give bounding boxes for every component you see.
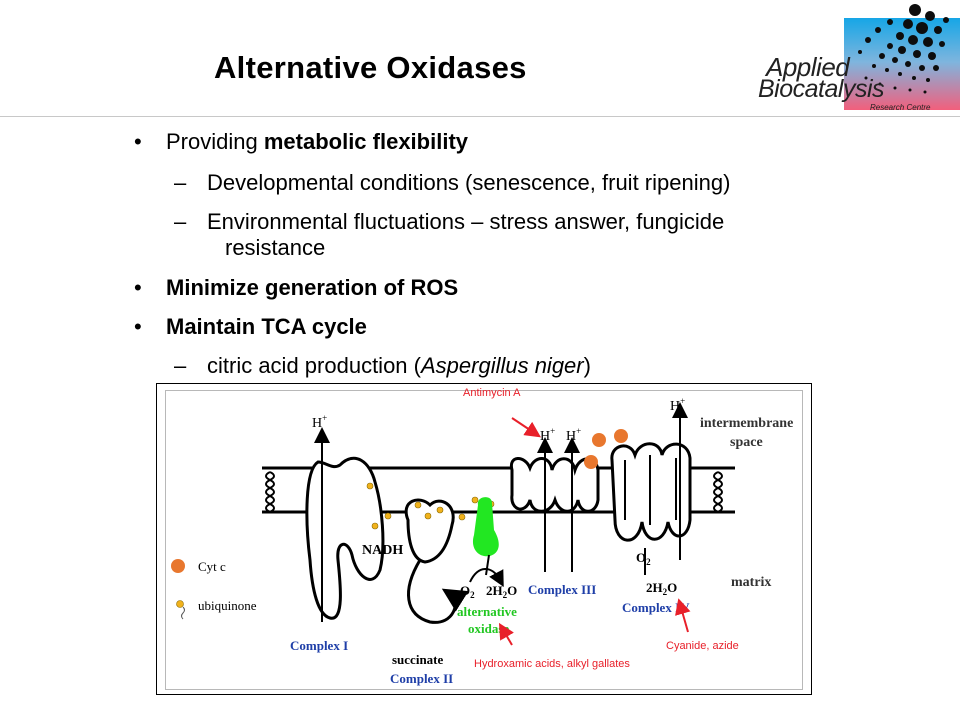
aox-o2-label: O2: [460, 583, 475, 600]
sub-bullet-2: – Environmental fluctuations – stress an…: [174, 209, 725, 260]
legend-ubiquinone-label: ubiquinone: [198, 598, 257, 613]
complex-iv-h2o-label: 2H2O: [646, 580, 677, 597]
complex-iii-shape: [509, 457, 600, 513]
figure-inner-frame: [165, 390, 803, 690]
sub-bullet-3: – citric acid production (Aspergillus ni…: [174, 353, 591, 378]
cyanide-label: Cyanide, azide: [666, 640, 739, 652]
succinate-label: succinate: [392, 652, 444, 667]
aox-label-line1: alternative: [457, 604, 517, 619]
complex-ii-shape: [404, 498, 455, 564]
bullet-2: • Minimize generation of ROS: [134, 275, 459, 300]
legend: Cyt c ubiquinone: [171, 559, 257, 620]
logo-text-applied: Applied: [766, 52, 850, 82]
cyanide-arrow: [675, 598, 691, 633]
bullet-list: • Providing metabolic flexibility – Deve…: [134, 129, 731, 378]
bullet-dot: •: [134, 314, 142, 339]
logo-text-biocatalysis: Biocatalysis: [758, 75, 885, 103]
bullet-1: • Providing metabolic flexibility: [134, 129, 469, 154]
aox-stem: [485, 554, 490, 576]
bullet-3: • Maintain TCA cycle: [134, 314, 367, 339]
logo-dot-pattern-icon: [858, 4, 949, 94]
dash-mark: –: [174, 353, 187, 378]
matrix-label: matrix: [731, 575, 771, 590]
legend-cytc-swatch: [171, 559, 185, 573]
aox-h2o-label: 2H2O: [486, 583, 517, 600]
bullet-dot: •: [134, 275, 142, 300]
hydroxamic-label: Hydroxamic acids, alkyl gallates: [474, 658, 630, 670]
hydroxamic-arrow: [498, 622, 514, 646]
antimycin-label: Antimycin A: [463, 387, 521, 399]
alternative-oxidase-shape: [472, 497, 499, 557]
succinate-arrow: [407, 559, 469, 624]
complex-iii-proton-label-2: H+: [566, 426, 581, 444]
legend-cytc-label: Cyt c: [198, 559, 226, 574]
complex-iv-label: Complex IV: [622, 600, 690, 615]
nadh-label: NADH: [362, 543, 403, 558]
complex-i-proton-label: H+: [312, 413, 327, 431]
complex-iii-proton-label-1: H+: [540, 426, 555, 444]
dash-mark: –: [174, 209, 187, 234]
sub-bullet-1: – Developmental conditions (senescence, …: [174, 170, 731, 195]
title-divider: [0, 116, 960, 117]
logo-text-research-centre: Research Centre: [870, 103, 931, 112]
aox-reaction-arrow: [469, 568, 504, 588]
dash-mark: –: [174, 170, 187, 195]
intermembrane-label: intermembrane: [700, 416, 793, 431]
complex-iv-proton-label: H+: [670, 396, 685, 414]
slide-title: Alternative Oxidases: [214, 50, 527, 85]
complex-iii-label: Complex III: [528, 582, 596, 597]
cytochrome-c-molecules: [584, 429, 628, 469]
complex-i-shape: [305, 457, 385, 620]
complex-iv-o2-label: O2: [636, 550, 651, 567]
complex-ii-label: Complex II: [390, 671, 453, 686]
intermembrane-space-label: space: [730, 435, 763, 450]
bullet-dot: •: [134, 129, 142, 154]
complex-i-label: Complex I: [290, 638, 348, 653]
legend-ubiquinone-swatch: [176, 600, 184, 608]
antimycin-arrow: [511, 417, 541, 438]
complex-iv-shape: [610, 442, 692, 542]
logo: Applied Biocatalysis Research Centre: [750, 0, 960, 116]
